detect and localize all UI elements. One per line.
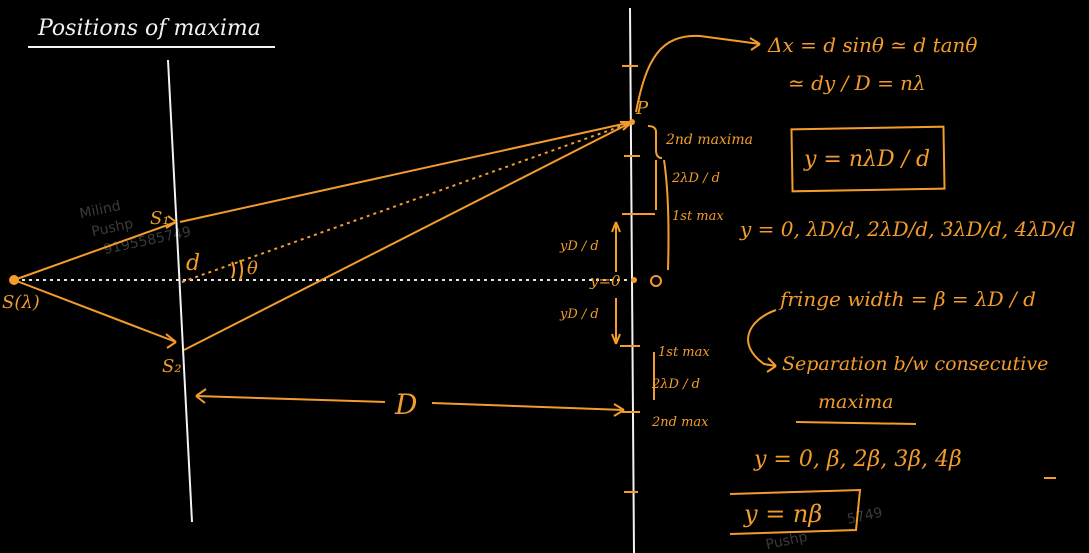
distance-label: D [394, 388, 417, 421]
slit-rays [179, 121, 633, 351]
fringe-brackets [611, 125, 670, 400]
slit2-label: S₂ [162, 356, 182, 377]
yd-label-lower: yD / d [559, 307, 599, 322]
first-max-label: 1st max [672, 209, 724, 224]
distance-arrow [195, 388, 625, 417]
p-callout-curve [635, 34, 761, 113]
center-circle [650, 275, 662, 287]
final-formula: y = nβ [743, 500, 822, 528]
final-formula-box [729, 488, 862, 535]
point-p [629, 119, 635, 125]
separation-underline [795, 421, 917, 425]
first-max-lower-label: 1st max [658, 345, 710, 360]
separation-line2: maxima [818, 391, 893, 413]
fringe-width-eq: fringe width = β = λD / d [778, 287, 1036, 311]
y-formula: y = nλD / d [803, 147, 930, 172]
source-rays [13, 215, 177, 349]
second-maxima-label: 2nd maxima [665, 132, 753, 148]
center-label: y=0 [589, 272, 621, 290]
spacing-label-upper: 2λD / d [671, 171, 720, 186]
separation-line1: Separation b/w consecutive [782, 353, 1048, 375]
spacing-label-lower: 2λD / d [651, 377, 700, 392]
title: Positions of maxima [37, 16, 261, 41]
p-callout-arrowhead [749, 37, 761, 51]
y-values-eq: y = 0, λD/d, 2λD/d, 3λD/d, 4λD/d [739, 217, 1076, 241]
slit-plane [167, 59, 193, 523]
path-diff-eq-2: ≃ dy / D = nλ [788, 71, 926, 95]
angle-label: θ [247, 258, 258, 279]
yd-label-upper: yD / d [559, 239, 599, 254]
watermark-bottom-number: 5749 [846, 505, 884, 528]
path-diff-eq: Δx = d sinθ ≃ d tanθ [767, 33, 977, 57]
screen-ticks [620, 65, 655, 493]
source-label: S(λ) [2, 292, 40, 313]
y-formula-box [790, 125, 946, 193]
y-beta-values: y = 0, β, 2β, 3β, 4β [753, 447, 962, 472]
slit-separation-label: d [186, 251, 200, 276]
fringe-width-arrowhead [766, 357, 777, 373]
second-max-lower-label: 2nd max [651, 415, 709, 430]
center-point [631, 277, 637, 283]
angle-arc [231, 259, 243, 281]
slit1-label: S₁ [150, 208, 170, 229]
fringe-width-connector [747, 309, 777, 367]
